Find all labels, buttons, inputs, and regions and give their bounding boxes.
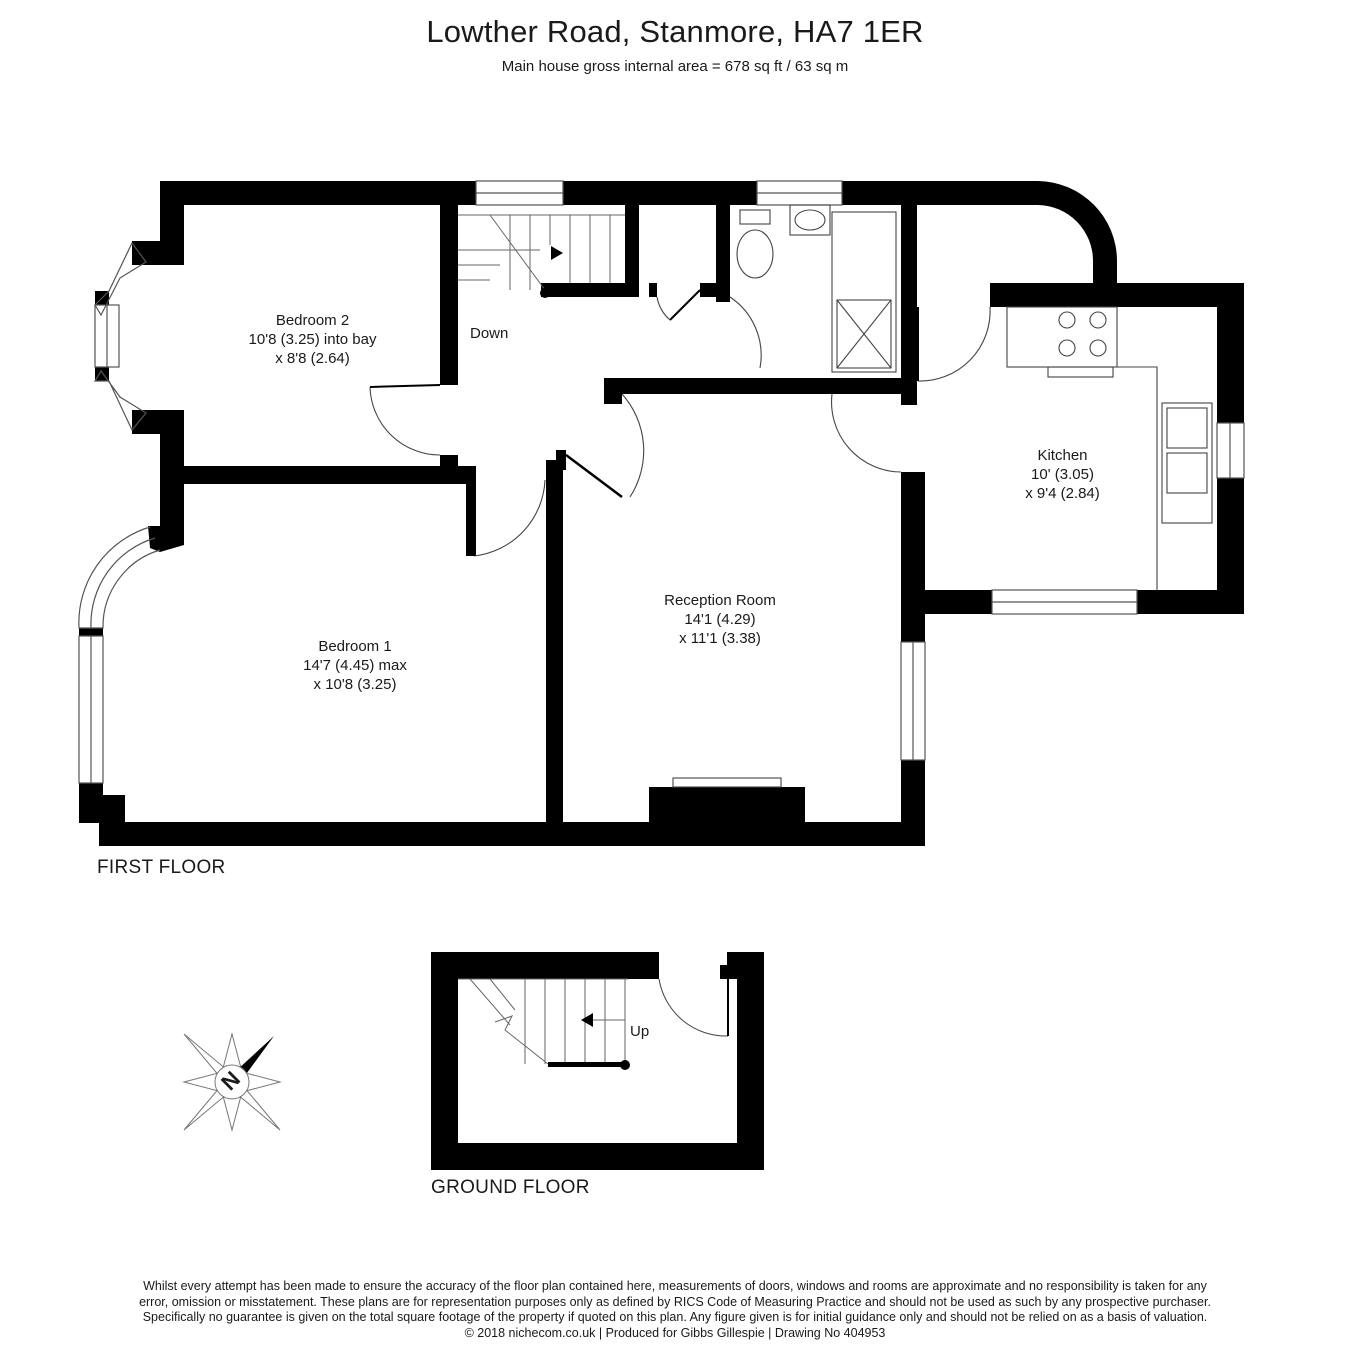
room-label-reception-room: Reception Room 14'1 (4.29) x 11'1 (3.38) — [620, 591, 820, 648]
gross-area: Main house gross internal area = 678 sq … — [501, 58, 849, 75]
room-dimension: 14'1 (4.29) — [684, 611, 756, 628]
room-label-bedroom-2: Bedroom 2 10'8 (3.25) into bay x 8'8 (2.… — [205, 311, 420, 368]
stairs-down-label: Down — [470, 325, 509, 342]
room-label-kitchen: Kitchen 10' (3.05) x 9'4 (2.84) — [990, 446, 1135, 503]
room-dimension: x 8'8 (2.64) — [275, 350, 350, 367]
room-label-bedroom-1: Bedroom 1 14'7 (4.45) max x 10'8 (3.25) — [250, 637, 460, 694]
room-dimension: x 10'8 (3.25) — [313, 676, 397, 693]
ground-stair-rail — [548, 1062, 626, 1067]
room-name: Bedroom 1 — [318, 638, 392, 655]
floor-label-first: FIRST FLOOR — [97, 857, 226, 878]
disclaimer-line: Whilst every attempt has been made to en… — [143, 1279, 1207, 1293]
room-dimension: 10'8 (3.25) into bay — [248, 331, 377, 348]
first-floor-walls — [79, 181, 1244, 846]
door-swings — [369, 204, 1213, 788]
disclaimer-line: Specifically no guarantee is given on th… — [142, 1310, 1208, 1324]
room-dimension: 14'7 (4.45) max — [303, 657, 407, 674]
stair-arrow-down — [551, 246, 563, 260]
copyright-line: © 2018 nichecom.co.uk | Produced for Gib… — [464, 1325, 886, 1340]
compass-rose — [182, 1032, 282, 1132]
disclaimer-line: error, omission or misstatement. These p… — [139, 1294, 1211, 1309]
room-name: Kitchen — [1037, 447, 1088, 464]
floor-label-ground: GROUND FLOOR — [431, 1177, 590, 1198]
stair-post — [540, 288, 550, 298]
ground-floor-walls — [431, 952, 764, 1170]
ground-stair-post — [620, 1060, 630, 1070]
room-dimension: x 11'1 (3.38) — [679, 630, 761, 647]
room-name: Reception Room — [664, 592, 776, 609]
first-floor-stairs — [458, 214, 625, 291]
room-name: Bedroom 2 — [275, 312, 350, 329]
room-dimension: x 9'4 (2.84) — [1025, 485, 1100, 502]
plan-title: Lowther Road, Stanmore, HA7 1ER — [426, 14, 924, 49]
disclaimer: Whilst every attempt has been made to en… — [60, 1279, 1290, 1341]
stairs-up-label: Up — [630, 1023, 650, 1040]
stair-arrow-up — [581, 1013, 593, 1027]
first-floor-windows — [78, 180, 1245, 784]
room-dimension: 10' (3.05) — [1031, 466, 1094, 483]
